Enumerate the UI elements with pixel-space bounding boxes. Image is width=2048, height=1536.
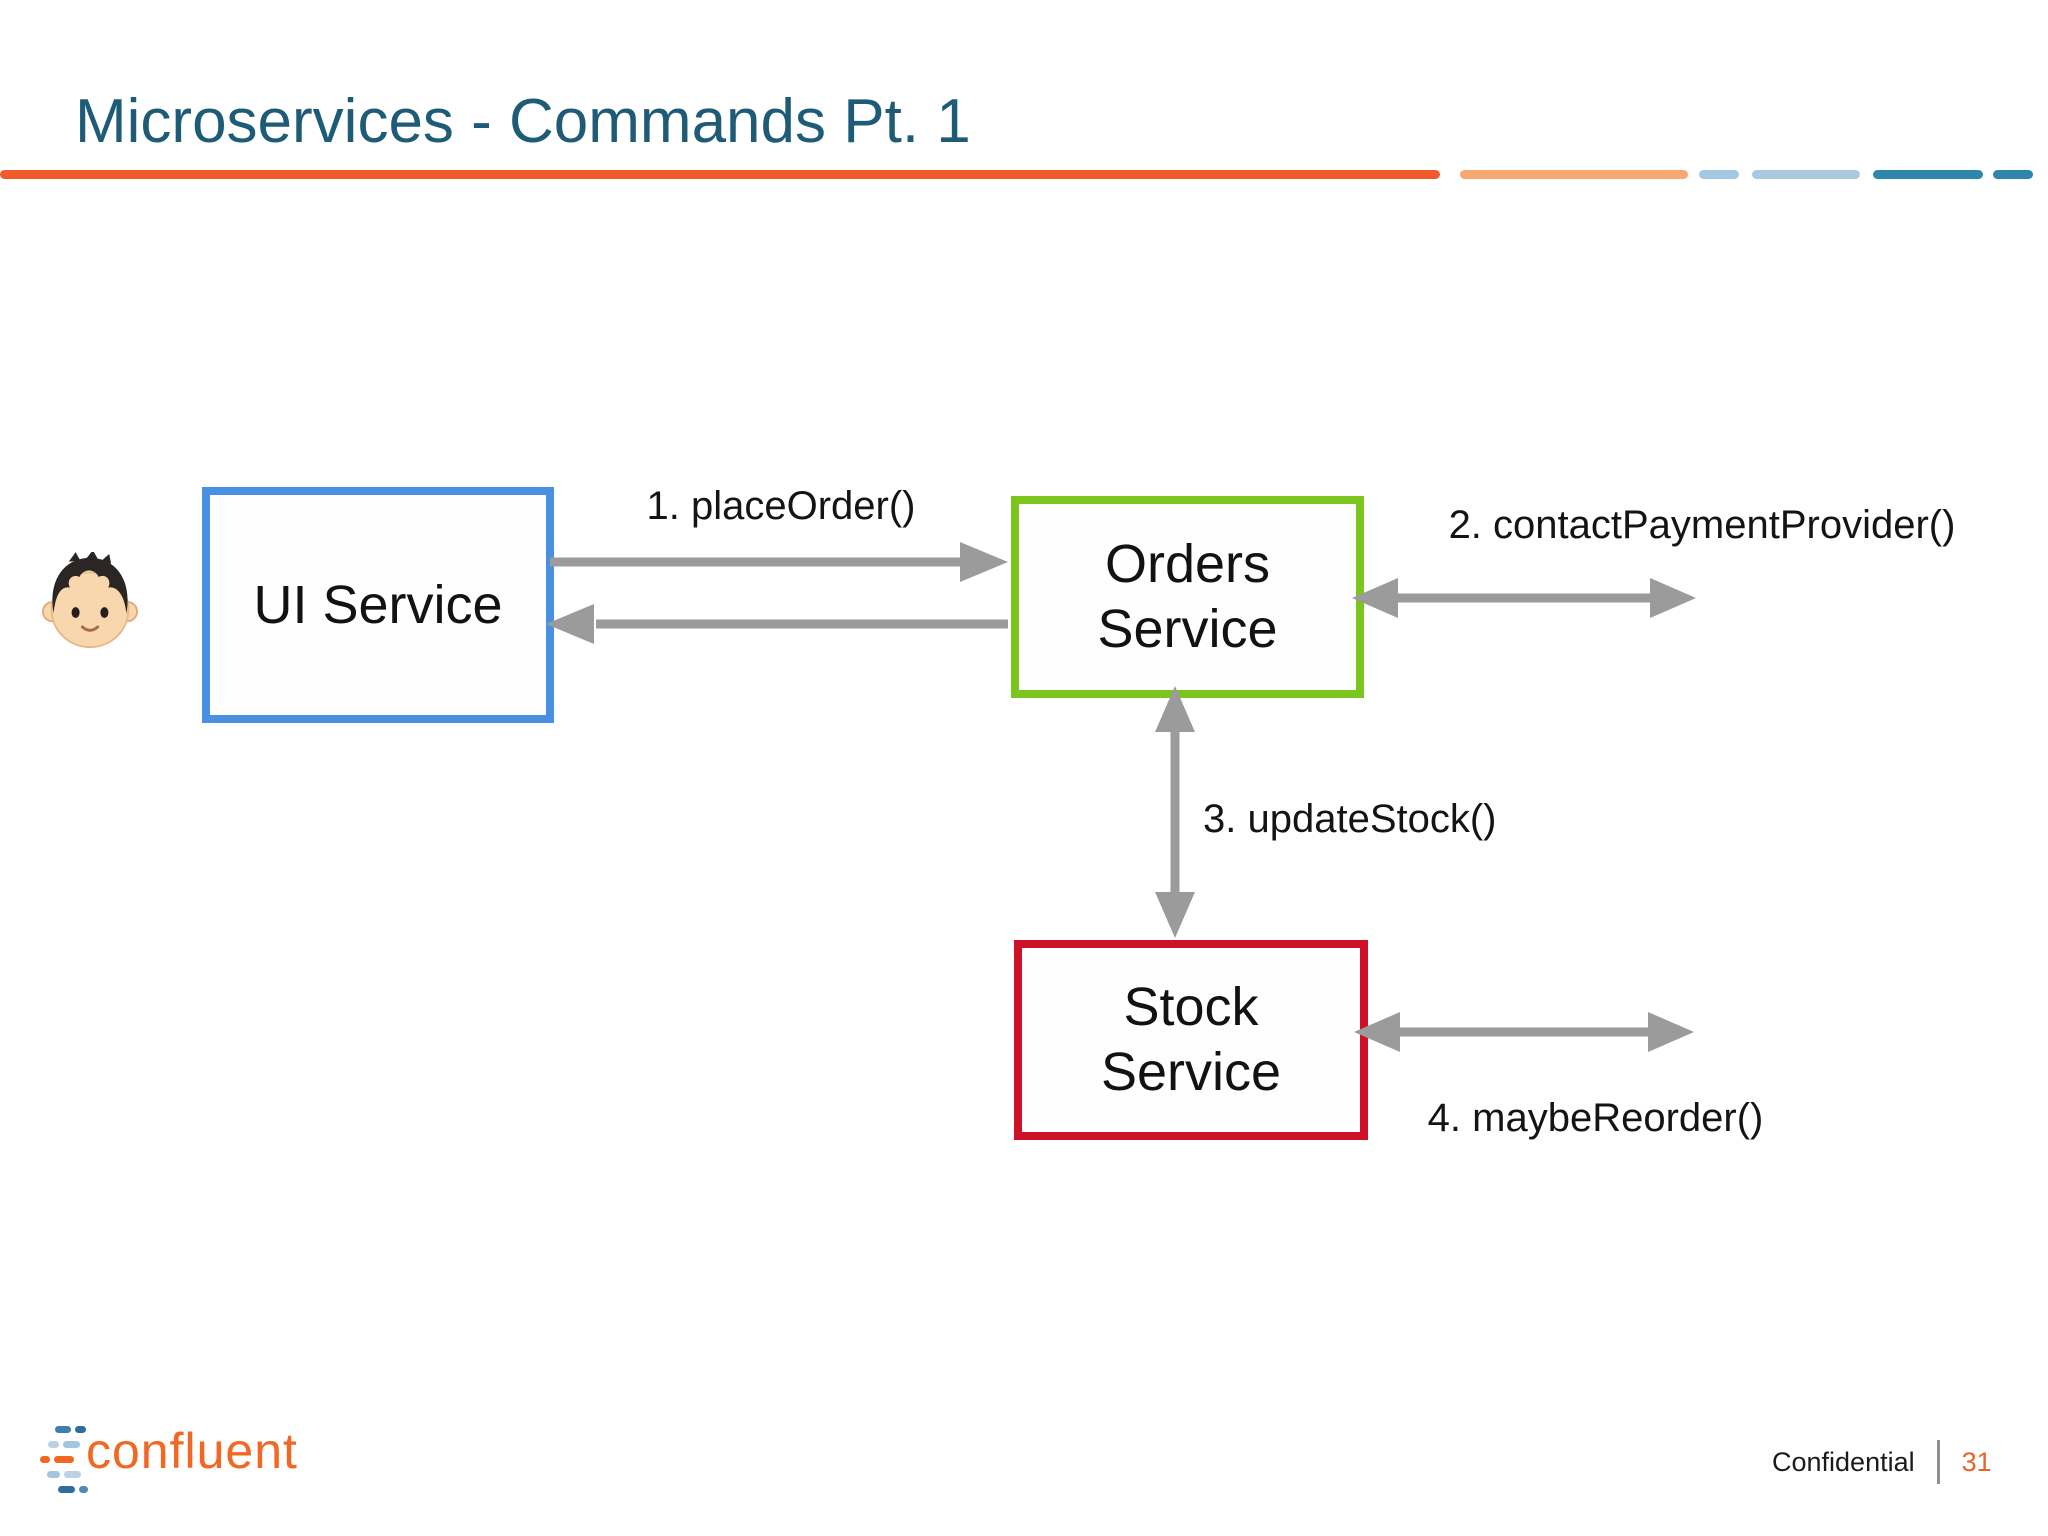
- divider-segment-light-orange: [1460, 170, 1688, 179]
- divider-segment-light-blue-small: [1699, 170, 1739, 179]
- node-orders-service: Orders Service: [1011, 496, 1364, 698]
- divider-segment-teal-small: [1993, 170, 2033, 179]
- node-ui-service: UI Service: [202, 487, 554, 723]
- edge-label-place-order: 1. placeOrder(): [646, 484, 916, 528]
- node-stock-service-label: Stock Service: [1100, 977, 1282, 1102]
- arrow-place-order: [550, 542, 1008, 582]
- edge-label-maybe-reorder: 4. maybeReorder(): [1427, 1096, 1764, 1140]
- arrow-contact-payment-provider: [1352, 578, 1696, 618]
- edge-label-contact-payment-provider: 2. contactPaymentProvider(): [1448, 503, 1956, 547]
- divider-segment-teal: [1873, 170, 1983, 179]
- confluent-logo: confluent: [38, 1420, 298, 1502]
- title-divider: [0, 170, 2048, 179]
- divider-segment-orange-solid: [0, 170, 1440, 179]
- footer-divider-bar: [1936, 1440, 1940, 1484]
- confluent-logo-mark-icon: [40, 1426, 88, 1493]
- footer-right: Confidential 31: [1772, 1440, 1992, 1484]
- page-number: 31: [1961, 1446, 1992, 1477]
- boy-user-icon: [42, 552, 138, 649]
- arrow-maybe-reorder: [1354, 1012, 1694, 1052]
- node-stock-service: Stock Service: [1014, 940, 1368, 1140]
- node-orders-service-label: Orders Service: [1097, 534, 1278, 659]
- node-ui-service-label: UI Service: [253, 574, 503, 635]
- divider-segment-light-blue: [1752, 170, 1860, 179]
- arrow-update-stock: [1155, 686, 1195, 938]
- confluent-logo-text: confluent: [86, 1423, 298, 1479]
- confidential-label: Confidential: [1772, 1446, 1915, 1477]
- page-title: Microservices - Commands Pt. 1: [75, 87, 971, 156]
- arrow-return-to-ui: [546, 604, 1008, 644]
- edge-label-update-stock: 3. updateStock(): [1203, 797, 1497, 841]
